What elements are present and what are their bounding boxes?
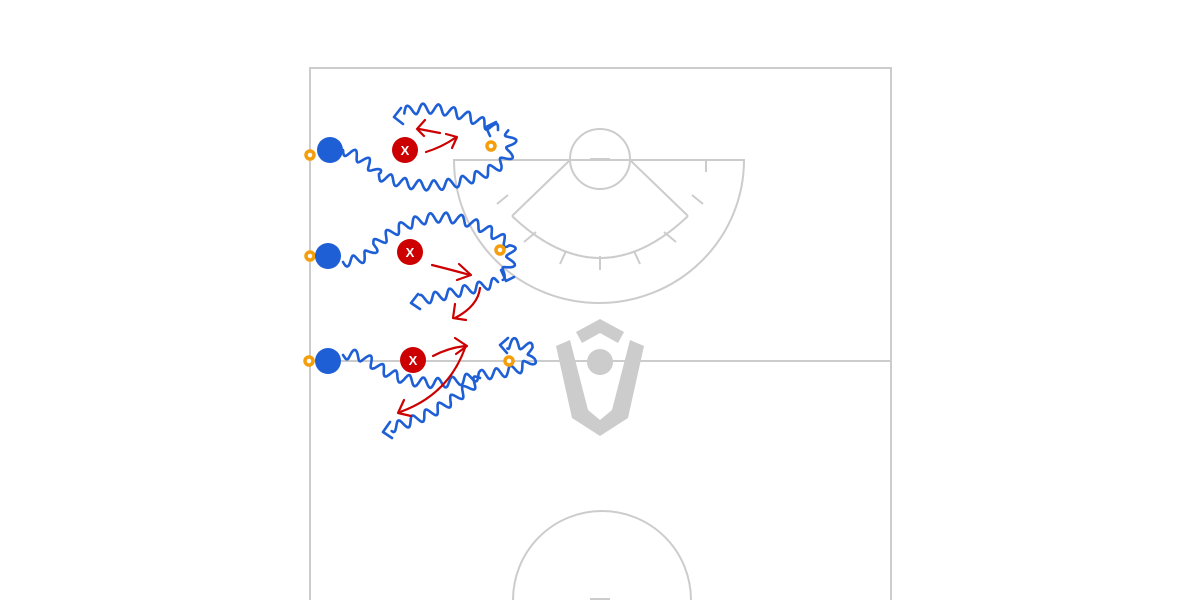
defender-marker (400, 347, 426, 373)
defender-label: X (401, 143, 410, 158)
arrowhead (451, 302, 468, 322)
dribble-path (390, 375, 482, 434)
defender-marker (392, 137, 418, 163)
logo-crown (576, 319, 624, 343)
dribble-path (403, 102, 500, 132)
dribble-path (341, 129, 518, 192)
arrowhead (444, 132, 459, 150)
crease-circle (569, 128, 631, 190)
dribble-path (341, 336, 538, 390)
pass-arrow (431, 344, 467, 358)
defender-marker (397, 239, 423, 265)
station-top: X (304, 102, 518, 192)
stop-mark (498, 336, 510, 355)
offensive-player-icon (315, 243, 341, 269)
arrowhead (455, 262, 473, 282)
defender-icon: X (392, 137, 418, 163)
cone-icon (494, 244, 506, 256)
station-middle: X (304, 211, 517, 322)
pass-arrow (453, 286, 482, 320)
arrowhead (396, 398, 413, 418)
center-arc (512, 510, 692, 600)
stop-mark (381, 420, 394, 440)
arrowhead (415, 118, 427, 138)
pass-arrow (398, 346, 467, 414)
court-boundary (309, 67, 892, 600)
defender-label: X (409, 353, 418, 368)
cone-icon (485, 140, 497, 152)
court-center-logo (556, 319, 644, 436)
pass-arrow (430, 263, 472, 277)
pass-arrow (417, 127, 442, 135)
stop-mark (392, 106, 405, 126)
pass-arrow (424, 136, 457, 154)
inner-arc (511, 215, 689, 259)
station-bottom: X (303, 336, 538, 440)
stop-mark (499, 268, 516, 283)
dribble-path (418, 276, 500, 305)
cone-icon (304, 149, 316, 161)
offensive-player-icon (315, 348, 341, 374)
logo-dot (587, 349, 613, 375)
offensive-player-icon (317, 137, 343, 163)
center-circle-area (512, 510, 692, 600)
hash-marks (496, 160, 707, 270)
dribble-path (341, 211, 517, 282)
defender-icon: X (400, 347, 426, 373)
arrowhead (453, 336, 469, 356)
goal-arc (452, 159, 746, 304)
goal-area (452, 128, 746, 304)
cone-icon (303, 355, 315, 367)
defender-icon: X (397, 239, 423, 265)
dive-lines (511, 159, 689, 217)
logo-shape (556, 340, 644, 436)
cone-icon (503, 355, 515, 367)
stop-mark (484, 120, 498, 138)
stop-mark (409, 292, 422, 311)
cone-icon (304, 250, 316, 262)
defender-label: X (406, 245, 415, 260)
